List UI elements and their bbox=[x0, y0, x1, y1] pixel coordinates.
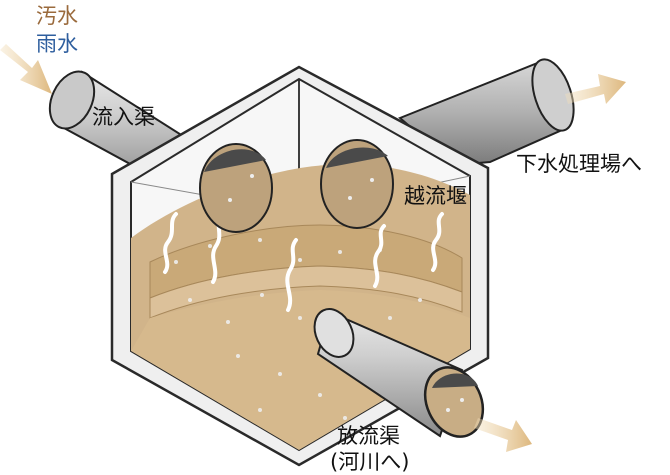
to-treatment-plant-label: 下水処理場へ bbox=[516, 152, 642, 176]
inflow-opening bbox=[199, 143, 273, 233]
overflow-weir-label: 越流堰 bbox=[404, 184, 467, 208]
outfall-destination-label: (河川へ) bbox=[330, 450, 410, 474]
inflow-arrow bbox=[0, 44, 52, 94]
treatment-opening bbox=[320, 139, 394, 229]
outfall-channel-label: 放流渠 bbox=[337, 424, 400, 448]
legend-rainwater: 雨水 bbox=[36, 32, 78, 56]
inflow-channel-label: 流入渠 bbox=[92, 105, 155, 129]
treatment-arrow bbox=[565, 74, 626, 104]
outfall-arrow bbox=[474, 418, 532, 452]
legend-wastewater: 汚水 bbox=[36, 4, 78, 28]
treatment-pipe bbox=[398, 58, 575, 167]
outfall-pipe bbox=[313, 308, 485, 438]
